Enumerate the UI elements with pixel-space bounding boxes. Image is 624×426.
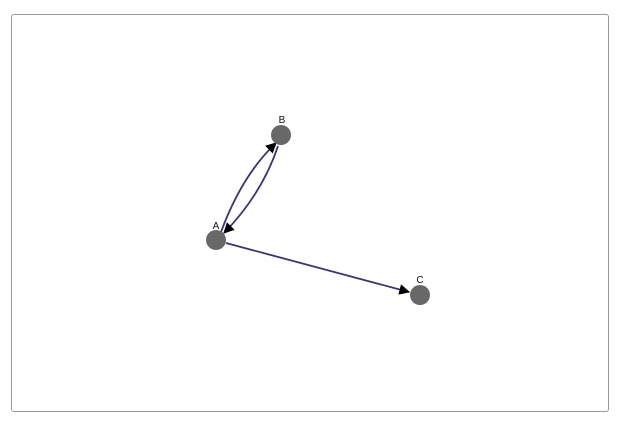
node-c[interactable]	[410, 285, 430, 305]
node-b-label: B	[279, 115, 286, 126]
edge-a-to-c	[225, 242, 411, 295]
edge-b-to-a	[223, 145, 279, 234]
node-b[interactable]	[271, 125, 291, 145]
node-a[interactable]	[206, 230, 226, 250]
graph-canvas-frame	[11, 14, 609, 412]
node-a-label: A	[213, 221, 220, 232]
node-c-label: C	[416, 275, 423, 286]
edge-a-to-b	[220, 142, 277, 233]
